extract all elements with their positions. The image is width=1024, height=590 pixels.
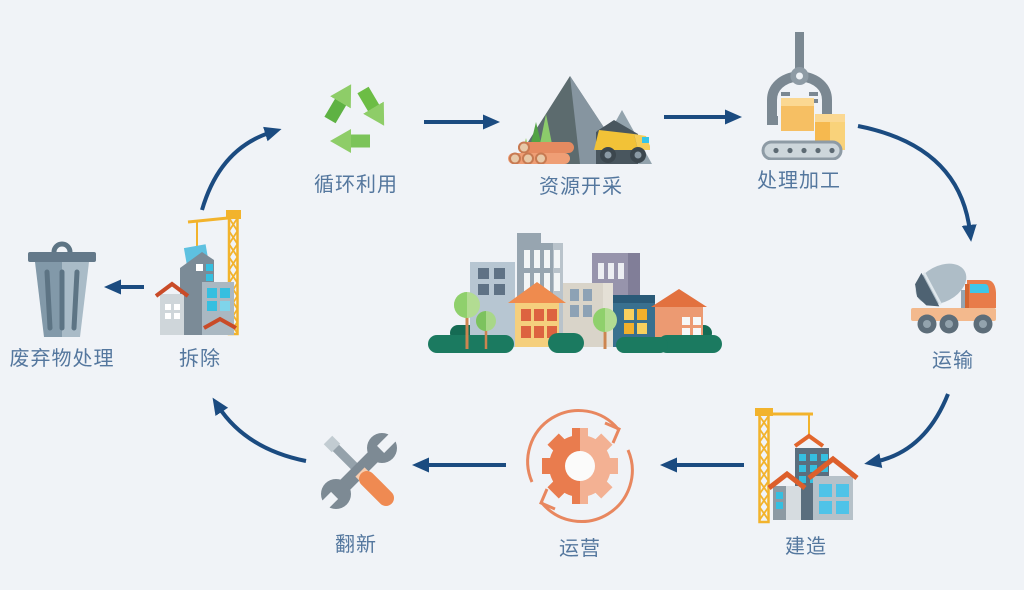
stage-label-processing: 处理加工 [757,168,841,192]
construction-crane-icon [755,408,859,524]
gear-cycle-icon [526,409,634,523]
mining-mountain-icon [508,76,652,164]
stage-label-renovation: 翻新 [335,532,377,556]
stage-demolition: 拆除 [148,200,252,370]
mixer-truck-icon [911,263,996,334]
stage-label-recycling: 循环利用 [314,172,398,196]
stage-label-operation: 运营 [559,536,601,560]
demolition-crane-icon [154,210,241,336]
stage-recycling: 循环利用 [296,56,416,196]
claw-conveyor-icon [761,32,845,160]
stage-label-transport: 运输 [932,348,974,372]
stage-operation: 运营 [515,400,645,560]
recycle-icon [324,84,385,153]
stage-waste: 废弃物处理 [2,238,122,370]
stage-transport: 运输 [900,250,1006,372]
stage-processing: 处理加工 [742,32,856,192]
trash-can-icon [28,241,96,337]
arrow-processing-to-transport [857,124,977,242]
tools-icon [311,426,404,519]
stage-extraction: 资源开采 [498,72,664,198]
arrow-renovation-to-demolition [212,397,307,463]
stage-label-waste: 废弃物处理 [9,346,115,370]
stage-label-construction: 建造 [785,534,827,558]
stage-label-demolition: 拆除 [179,346,221,370]
stage-renovation: 翻新 [302,420,410,556]
stage-construction: 建造 [750,400,862,558]
arrow-demolition-to-recycling [200,126,282,211]
stage-label-extraction: 资源开采 [539,174,623,198]
city-buildings-illustration [428,233,722,353]
arrow-transport-to-construction [864,393,950,469]
